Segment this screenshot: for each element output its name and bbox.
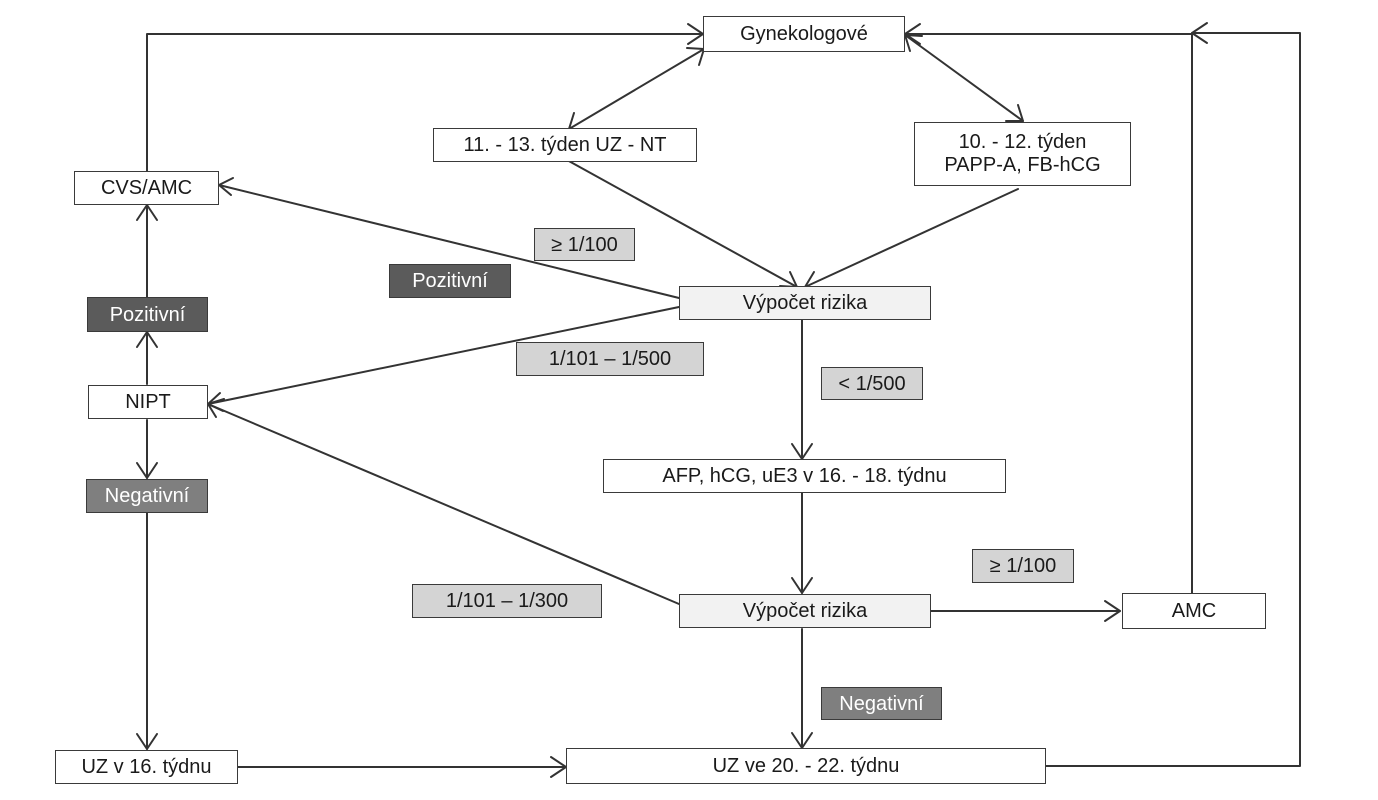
arrowhead-gyn-outer [1191,22,1208,44]
edge-papp-risk1 [804,188,1019,288]
node-papp-line1: 10. - 12. týden [958,131,1087,153]
label-negativni-bottom: Negativní [821,687,942,720]
arrowhead-uz16 [136,733,158,750]
arrowhead-risk1-left [779,271,798,288]
arrowhead-papp [1005,104,1024,122]
arrowhead-amc [1104,600,1121,622]
edge-gyn-nt [568,48,705,130]
arrowhead-risk2 [791,577,813,594]
arrowhead-cvs-up [136,204,158,221]
arrowhead-gyn-from-nt [686,47,705,66]
label-lt-1-500: < 1/500 [821,367,923,400]
node-nt-week: 11. - 13. týden UZ - NT [433,128,697,162]
label-1-101-1-500: 1/101 – 1/500 [516,342,704,376]
arrowhead-nipt-from-risk1 [207,392,224,412]
node-uz20: UZ ve 20. - 22. týdnu [566,748,1046,784]
node-cvs-amc: CVS/AMC [74,171,219,205]
node-papp: 10. - 12. týden PAPP-A, FB-hCG [914,122,1131,186]
node-amc: AMC [1122,593,1266,629]
label-pozitivni-mid: Pozitivní [389,264,511,298]
edge-amc-gyn [904,33,1193,594]
arrowhead-pozitivni [136,331,158,348]
label-ge-1-100-right: ≥ 1/100 [972,549,1074,583]
arrowhead-gyn-from-papp [904,34,923,52]
label-pozitivni-left: Pozitivní [87,297,208,332]
node-risk-calc-1: Výpočet rizika [679,286,931,320]
label-negativni-left: Negativní [86,479,208,513]
edge-nt-risk1 [566,159,798,288]
arrowhead-uz20-left [550,756,567,778]
arrowhead-gyn-right [904,23,921,45]
label-ge-1-100-top: ≥ 1/100 [534,228,635,261]
label-1-101-1-300: 1/101 – 1/300 [412,584,602,618]
arrowhead-uz20-down [791,732,813,749]
arrowhead-nipt-from-risk2 [207,398,225,418]
node-nipt: NIPT [88,385,208,419]
node-gynekologove: Gynekologové [703,16,905,52]
arrowhead-cvs [218,177,234,196]
edge-risk2-nipt [207,403,680,605]
node-risk-calc-2: Výpočet rizika [679,594,931,628]
arrowhead-gyn-left [687,23,704,45]
edge-gyn-papp [904,34,1024,122]
node-papp-line2: PAPP-A, FB-hCG [944,154,1101,176]
arrowhead-negativni [136,462,158,479]
node-afp: AFP, hCG, uE3 v 16. - 18. týdnu [603,459,1006,493]
arrowhead-afp [791,443,813,460]
node-uz16: UZ v 16. týdnu [55,750,238,784]
